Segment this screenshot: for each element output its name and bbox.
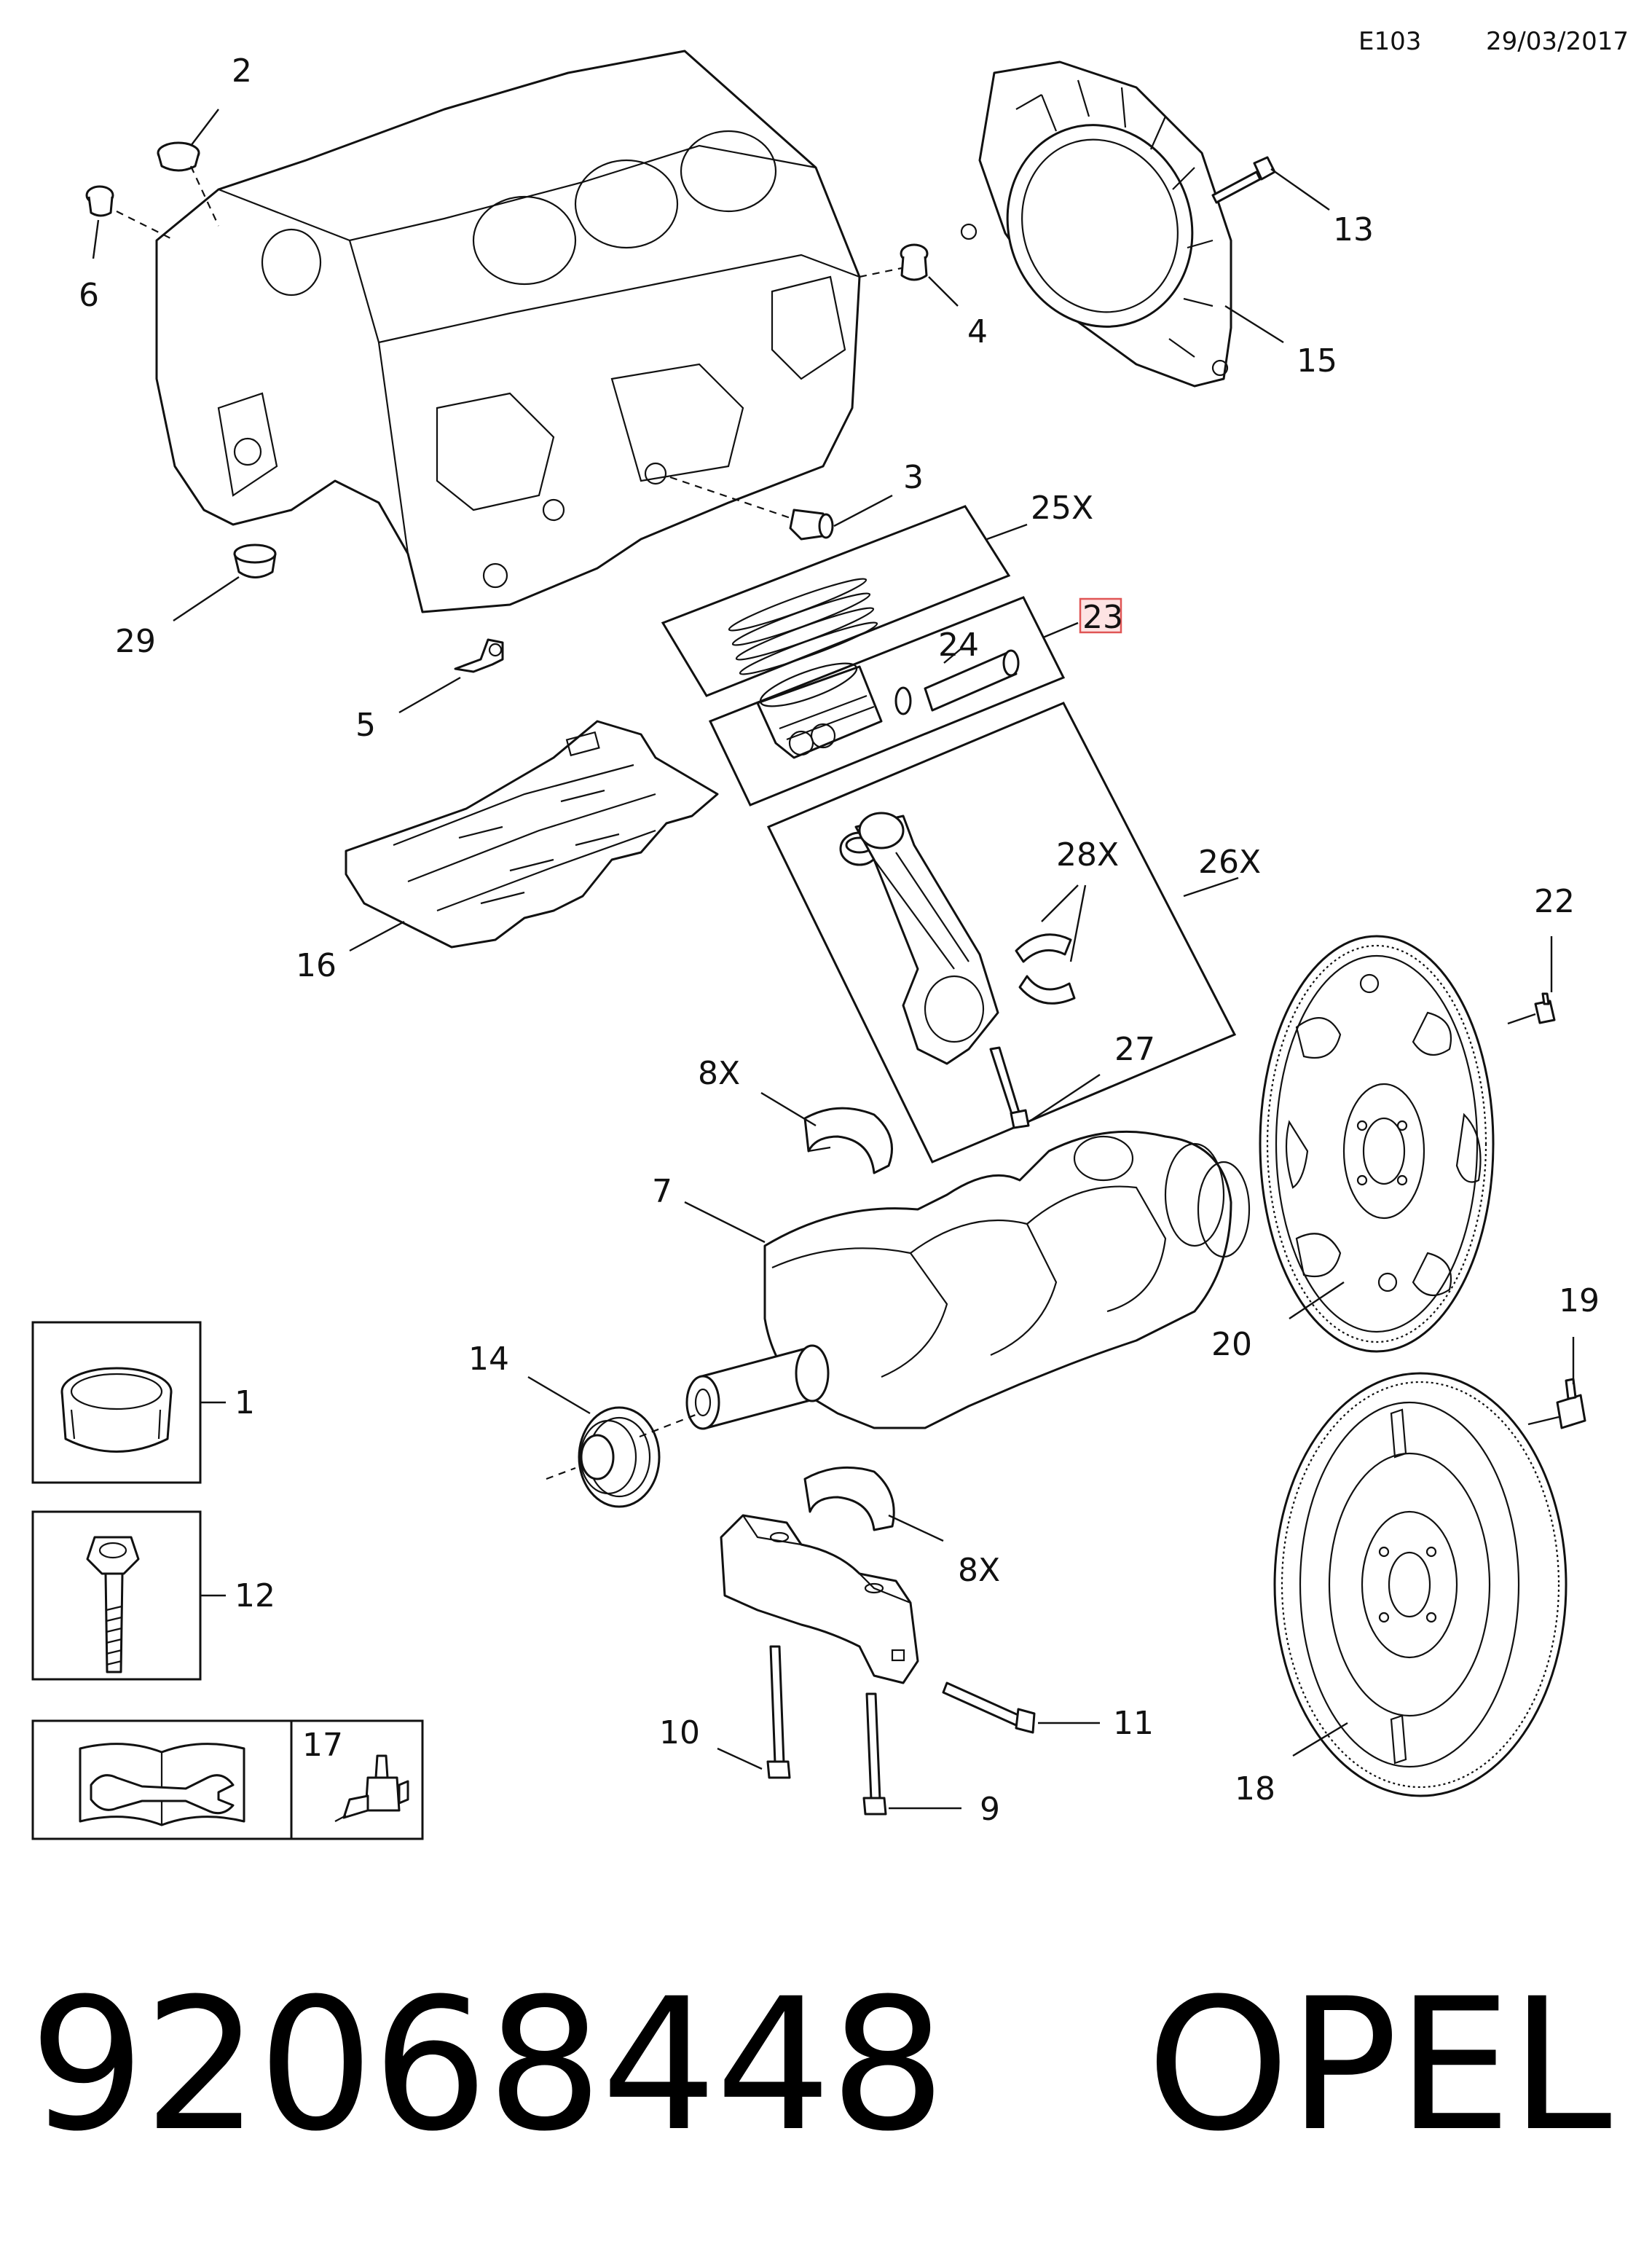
callout-17: 17: [302, 1727, 343, 1764]
leader-28b: [1069, 884, 1087, 962]
guide-4: [859, 267, 902, 278]
part-13-bolt[interactable]: [1211, 156, 1276, 204]
part-7-crankshaft[interactable]: [685, 1130, 1251, 1430]
leader-10: [717, 1747, 763, 1770]
callout-11: 11: [1113, 1705, 1154, 1742]
callout-15: 15: [1297, 342, 1337, 380]
leader-20: [1289, 1282, 1345, 1319]
callout-14: 14: [468, 1341, 509, 1378]
leader-19a: [1527, 1416, 1559, 1426]
guide-2: [190, 165, 219, 227]
callout-1: 1: [235, 1384, 255, 1421]
leader-7: [684, 1201, 766, 1244]
guide-14b: [546, 1467, 576, 1480]
leader-27: [1028, 1073, 1101, 1123]
diagram-code: E103: [1358, 27, 1421, 56]
main-bearing-cap[interactable]: [720, 1514, 919, 1684]
leader-28a: [1041, 884, 1079, 922]
leader-3: [833, 494, 893, 527]
leader-25: [986, 523, 1028, 541]
callout-19: 19: [1559, 1282, 1600, 1319]
ref-box-1[interactable]: [31, 1321, 202, 1484]
callout-5: 5: [355, 707, 376, 744]
part-15-rear-seal-housing[interactable]: [960, 60, 1232, 388]
part-5-oil-jet[interactable]: [454, 638, 504, 673]
callout-22: 22: [1534, 883, 1575, 920]
callout-4: 4: [967, 313, 988, 350]
leader-4: [928, 276, 959, 307]
part-6-plug[interactable]: [85, 185, 114, 217]
box-25x-piston-rings[interactable]: [661, 505, 1011, 697]
leader-22a: [1507, 1013, 1536, 1025]
callout-2: 2: [232, 52, 252, 90]
callout-24: 24: [938, 627, 979, 664]
leader-5: [398, 676, 461, 714]
callout-18: 18: [1235, 1770, 1275, 1808]
part-10-bolt[interactable]: [766, 1645, 791, 1779]
leader-18: [1292, 1722, 1348, 1757]
part-8x-upper-bearing-shell[interactable]: [803, 1107, 893, 1174]
ref-box-12[interactable]: [31, 1510, 202, 1681]
callout-16: 16: [296, 947, 337, 984]
callout-8x-upper: 8X: [698, 1055, 740, 1092]
part-3-plug[interactable]: [789, 509, 834, 541]
diagram-date: 29/03/2017: [1486, 27, 1629, 56]
leader-13: [1270, 168, 1330, 211]
callout-26: 26X: [1198, 844, 1261, 881]
callout-23: 23: [1082, 599, 1123, 636]
leader-8x-upper: [760, 1091, 817, 1127]
leader-15: [1224, 305, 1284, 344]
part-11-bolt[interactable]: [942, 1681, 1036, 1734]
callout-25: 25X: [1031, 490, 1093, 527]
callout-7: 7: [652, 1173, 672, 1210]
leader-6: [92, 219, 100, 259]
guide-14: [639, 1412, 700, 1438]
leader-14: [527, 1375, 591, 1415]
callout-29: 29: [115, 623, 156, 660]
callout-20: 20: [1211, 1326, 1252, 1363]
part-18-flywheel[interactable]: [1273, 1372, 1568, 1797]
part-14-crank-seal[interactable]: [578, 1406, 661, 1508]
part-29-plug[interactable]: [233, 543, 277, 578]
part-4-plug[interactable]: [900, 243, 929, 281]
guide-6: [116, 211, 176, 241]
callout-6: 6: [79, 277, 99, 314]
box-26x-connecting-rod[interactable]: [766, 702, 1237, 1163]
leader-16: [349, 920, 405, 952]
engine-block[interactable]: [155, 50, 861, 613]
callout-23-highlight: [1079, 597, 1122, 634]
part-8x-lower-bearing-shell[interactable]: [803, 1466, 895, 1531]
part-19-bolt[interactable]: [1556, 1378, 1586, 1429]
part-number: 92068448: [29, 1959, 945, 2171]
part-20-flexplate[interactable]: [1259, 935, 1495, 1353]
brand-name: OPEL: [1146, 1959, 1612, 2171]
leader-2: [190, 109, 219, 146]
leader-8x-lower: [888, 1514, 944, 1542]
callout-10: 10: [659, 1714, 700, 1751]
callout-12: 12: [235, 1577, 275, 1614]
callout-9: 9: [980, 1791, 1000, 1828]
leader-26: [1183, 876, 1239, 898]
leader-29: [173, 576, 240, 621]
part-16-oil-baffle[interactable]: [345, 720, 719, 949]
callout-13: 13: [1333, 211, 1374, 248]
callout-28: 28X: [1056, 836, 1119, 874]
part-9-bolt[interactable]: [862, 1692, 887, 1816]
callout-3: 3: [903, 459, 924, 496]
leader-23: [1042, 621, 1079, 639]
callout-27: 27: [1114, 1031, 1155, 1068]
part-2-plug[interactable]: [157, 141, 200, 172]
ref-box-manual-17[interactable]: [31, 1719, 424, 1840]
leader-24: [943, 648, 962, 664]
callout-8x-lower: 8X: [958, 1552, 1000, 1589]
guide-3: [669, 476, 793, 520]
footer-title: 92068448 OPEL: [29, 1959, 1612, 2171]
box-23-piston[interactable]: [708, 596, 1066, 806]
part-22-bolt[interactable]: [1534, 992, 1556, 1024]
